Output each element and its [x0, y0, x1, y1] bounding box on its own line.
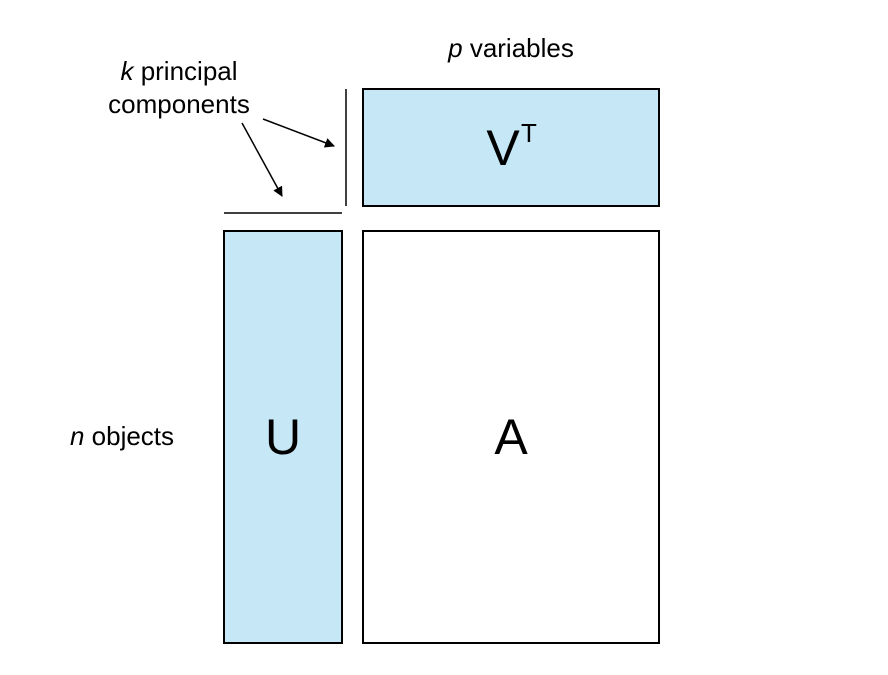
components-label: components	[108, 89, 250, 119]
n-variable: n	[70, 421, 84, 451]
matrix-a-box	[362, 230, 660, 644]
p-variables-label: p variables	[447, 33, 574, 63]
matrix-vt-box	[362, 88, 660, 207]
k-principal-label: k principal	[120, 56, 237, 86]
k-variable: k	[120, 56, 135, 86]
arrow-to-u	[241, 122, 283, 197]
matrix-a-label: A	[494, 409, 528, 465]
matrix-vt-label: V	[486, 120, 520, 176]
matrix-u-box	[223, 230, 343, 644]
p-variable: p	[447, 33, 462, 63]
p-variables-text: variables	[463, 33, 574, 63]
matrix-vt-superscript: T	[521, 118, 537, 148]
n-objects-label: n objects	[70, 421, 174, 451]
matrix-u-label: U	[265, 409, 301, 465]
n-objects-text: objects	[84, 421, 174, 451]
arrow-to-vt	[262, 118, 335, 148]
k-principal-text: principal	[133, 56, 237, 86]
